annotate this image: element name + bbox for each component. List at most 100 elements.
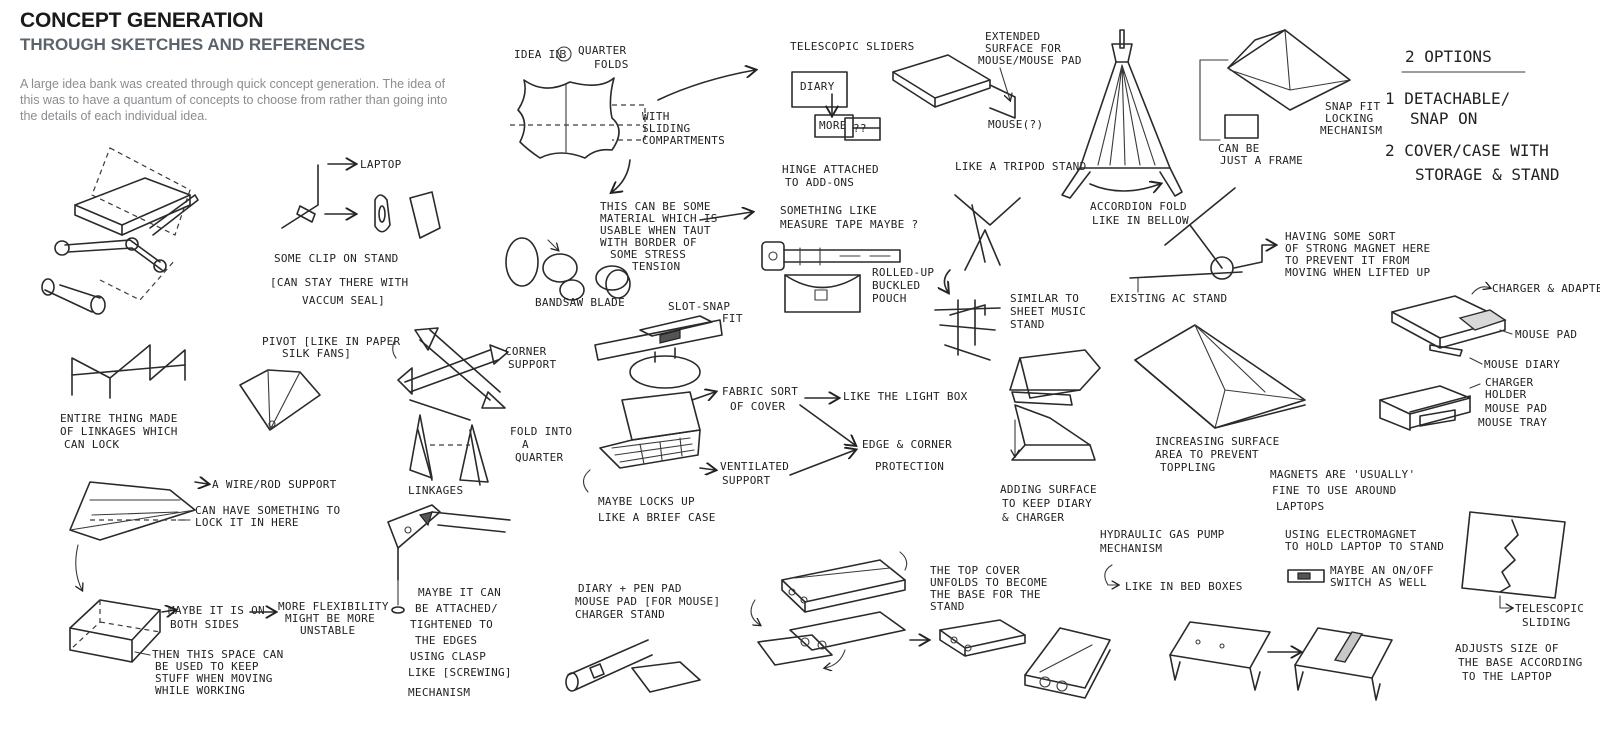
note-top-3: THE BASE FOR THE [930,588,1041,601]
note-fabric-1: FABRIC SORT [722,385,798,398]
note-lock-2: LOCK IT IN HERE [195,516,299,529]
note-flex-1: MORE FLEXIBILITY [278,600,389,613]
note-idea-3: FOLDS [594,58,629,71]
note-pivot-2: SILK FANS] [282,347,351,360]
note-slotsnap-1: SLOT-SNAP [668,300,730,313]
note-edge-1: EDGE & CORNER [862,438,952,451]
sketch-box-tray: MAYBE IT IS ON BOTH SIDES MORE FLEXIBILI… [69,599,389,697]
sketch-pivot-fan: PIVOT [LIKE IN PAPER SILK FANS] [239,335,401,431]
note-magnet-1: HAVING SOME SORT [1285,230,1396,243]
sketch-corner-support: CORNER SUPPORT FOLD INTO A QUARTER LINKA… [392,327,572,497]
note-space-2: BE USED TO KEEP [155,660,259,673]
sketch-tripod: LIKE A TRIPOD STAND SIMILAR TO SHEET MUS… [934,160,1087,361]
note-idea-num: 3 [560,48,567,61]
note-dpp-1: DIARY + PEN PAD [578,582,682,595]
sketch-unfolding-cover: THE TOP COVER UNFOLDS TO BECOME THE BASE… [750,551,1111,699]
options-list: 2 OPTIONS 1 DETACHABLE/ SNAP ON 2 COVER/… [1385,47,1560,184]
note-ts-2: SLIDING [1522,616,1570,629]
note-charger: CHARGER [1485,376,1534,389]
sketch-clip-stand: LAPTOP SOME CLIP ON STAND [CAN STAY THER… [270,158,441,307]
note-mat-1: THIS CAN BE SOME [600,200,711,213]
note-incr-2: AREA TO PREVENT [1155,448,1259,461]
note-clamp-6: LIKE [SCREWING] [408,666,512,679]
note-edge-2: PROTECTION [875,460,944,473]
note-mat-3: USABLE WHEN TAUT [600,224,711,237]
note-pivot-1: PIVOT [LIKE IN PAPER [262,335,401,348]
note-idea-2: QUARTER [578,44,627,57]
note-bandsaw: BANDSAW BLADE [535,296,625,309]
note-addsurf-1: ADDING SURFACE [1000,483,1097,496]
note-clip-1: SOME CLIP ON STAND [274,252,399,265]
note-mag-1: MAGNETS ARE 'USUALLY' [1270,468,1415,481]
sketch-bent-plates [1169,621,1393,701]
note-ext-1: EXTENDED [985,30,1040,43]
note-slide-3: COMPARTMENTS [642,134,725,147]
note-diary: DIARY [800,80,835,93]
note-addsurf-2: TO KEEP DIARY [1002,497,1092,510]
page-subtitle: THROUGH SKETCHES AND REFERENCES [20,35,366,54]
note-clamp-1: MAYBE IT CAN [418,586,501,599]
note-top-4: STAND [930,600,965,613]
note-existing: EXISTING [1110,292,1165,305]
note-clamp-2: BE ATTACHED/ [415,602,498,615]
note-more: MORE [819,119,847,132]
note-link-3: CAN LOCK [64,438,119,451]
note-tele: TELESCOPIC SLIDERS [790,40,915,53]
note-mat-5: SOME STRESS [610,248,686,261]
note-brief-2: LIKE A BRIEF CASE [598,511,716,524]
note-lightbox: LIKE THE LIGHT BOX [843,390,968,403]
note-vent-2: SUPPORT [722,474,771,487]
note-adj-1: ADJUSTS SIZE OF [1455,642,1559,655]
note-vent-1: VENTILATED [720,460,789,473]
note-mat-6: TENSION [632,260,680,273]
sketch-linkages: ENTIRE THING MADE OF LINKAGES WHICH CAN … [60,344,186,451]
note-clamp-5: USING CLASP [410,650,486,663]
note-idea-1: IDEA IN [514,48,562,61]
note-space-4: WHILE WORKING [155,684,245,697]
note-mouse: MOUSE(?) [988,118,1043,131]
note-hyd-1: HYDRAULIC GAS PUMP [1100,528,1225,541]
note-mag-2: FINE TO USE AROUND [1272,484,1397,497]
note-clip-2: [CAN STAY THERE WITH [270,276,408,289]
note-space-3: STUFF WHEN MOVING [155,672,273,685]
note-frame-2: JUST A FRAME [1220,154,1303,167]
note-charger-adapter: CHARGER & ADAPTER [1492,282,1600,295]
note-both-1: MAYBE IT IS ON [168,604,265,617]
note-roll-2: BUCKLED [872,279,920,292]
note-flex-2: MIGHT BE MORE [285,612,375,625]
note-linkages: LINKAGES [408,484,463,497]
note-fabric-2: OF COVER [730,400,785,413]
sketch-telescopic-sliders: TELESCOPIC SLIDERS DIARY MORE ?? HINGE A… [782,40,915,189]
note-magnet-2: OF STRONG MAGNET HERE [1285,242,1430,255]
note-holder: HOLDER [1485,388,1527,401]
option-1-line-1: 1 DETACHABLE/ [1385,89,1510,108]
sketch-slot-snap: SLOT-SNAP FIT [594,300,743,389]
sketch-linkage-stand [41,147,199,315]
note-ts-1: TELESCOPIC [1515,602,1584,615]
note-simsheet-1: SIMILAR TO [1010,292,1079,305]
note-mousepad-2: MOUSE PAD [1485,402,1547,415]
note-tripod: LIKE A TRIPOD STAND [955,160,1087,173]
note-simsheet-2: SHEET MUSIC [1010,305,1086,318]
note-snap-2: LOCKING [1325,112,1373,125]
note-meas-2: MEASURE TAPE MAYBE ? [780,218,918,231]
note-ac: AC STAND [1172,292,1227,305]
note-hinge-2: TO ADD-ONS [785,176,854,189]
note-mousetray: MOUSE TRAY [1478,416,1547,429]
note-meas-1: SOMETHING LIKE [780,204,877,217]
sketch-accordion-stand: ACCORDION FOLD LIKE IN BELLOW [1061,29,1189,227]
note-fold-2: A [522,438,529,451]
note-q: ?? [853,122,867,135]
note-clip-3: VACCUM SEAL] [302,294,385,307]
note-simsheet-3: STAND [1010,318,1045,331]
sketch-frame-stand: CAN BE JUST A FRAME SNAP FIT LOCKING MEC… [1199,29,1382,167]
note-acc-2: LIKE IN BELLOW [1092,214,1189,227]
note-mag-3: LAPTOPS [1276,500,1324,513]
note-hyd-2: MECHANISM [1100,542,1162,555]
note-bed: LIKE IN BED BOXES [1125,580,1243,593]
note-dpp-3: CHARGER STAND [575,608,665,621]
note-adj-2: THE BASE ACCORDING [1458,656,1583,669]
intro-paragraph: A large idea bank was created through qu… [20,77,448,123]
note-dpp-2: MOUSE PAD [FOR MOUSE] [575,595,720,608]
